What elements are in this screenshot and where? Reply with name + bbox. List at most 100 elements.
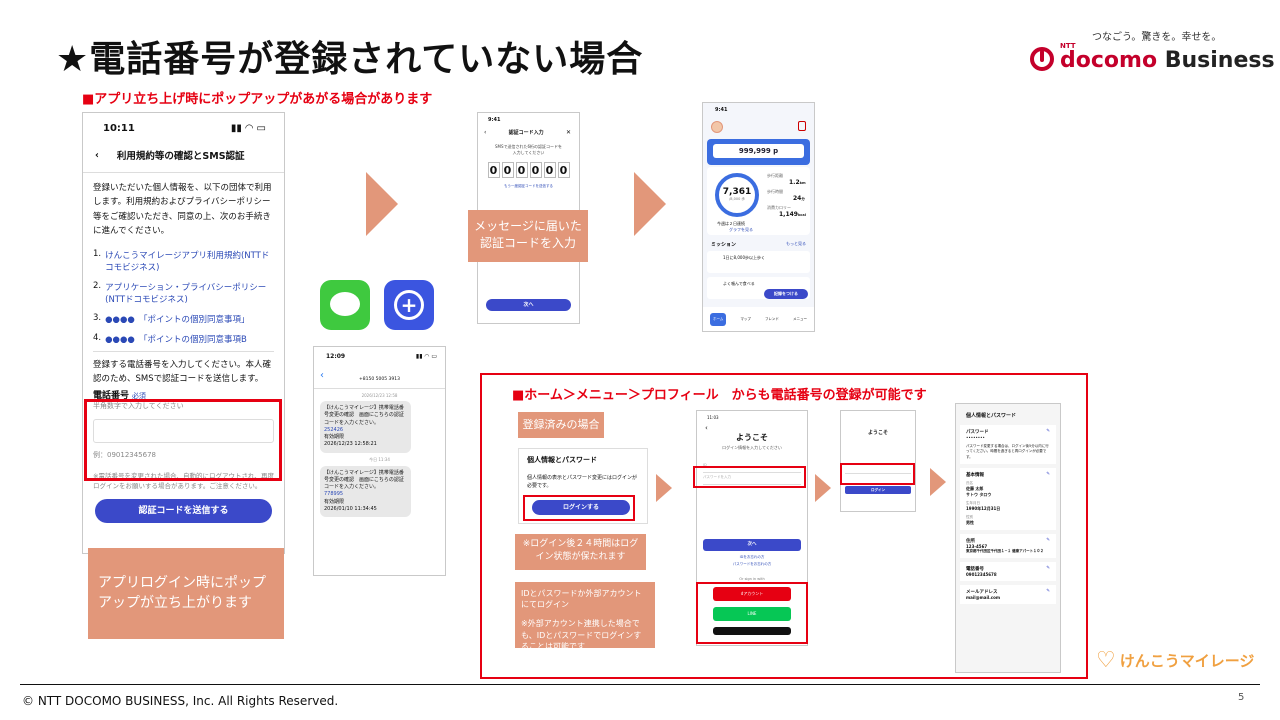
code-next-button[interactable]: 次へ (486, 299, 571, 311)
login2-button[interactable]: ログイン (845, 486, 911, 494)
code-digit: 0 (543, 162, 556, 178)
messages-app-icon[interactable] (320, 280, 370, 330)
logout-notice: ※電話番号を変更された場合、自動的にログアウトされ、再度ログインをお願いする場合… (93, 471, 275, 490)
back-icon[interactable]: ‹ (484, 129, 487, 136)
bottom-nav: ホーム マップ フレンド メニュー (703, 307, 814, 331)
nav-map[interactable]: マップ (740, 316, 751, 321)
login-card-title: 個人情報とパスワード (527, 456, 597, 464)
login-time: 11:03 (707, 415, 719, 420)
distance-unit: km (799, 181, 806, 185)
kcal-label: 消費カロリー (767, 205, 791, 210)
zip-value: 123-4567 (966, 543, 988, 549)
nav-home[interactable]: ホーム (710, 312, 727, 326)
code-digits[interactable]: 0 0 0 0 0 0 (478, 162, 579, 178)
sms-back-icon[interactable]: ‹ (320, 370, 324, 381)
terms-item-1[interactable]: 1.けんこうマイレージアプリ利用規約(NTTドコモビジネス) (93, 249, 274, 273)
sms-auth-screen: 10:11▮▮ ◠ ▭ ‹ 利用規約等の確認とSMS認証 登録いただいた個人情報… (82, 112, 285, 554)
code-digit: 0 (557, 162, 570, 178)
terms-item-3[interactable]: 3.●●●● 「ポイントの個別同意事項」 (93, 313, 274, 325)
phone-hint: 半角数字で入力してください (93, 401, 184, 410)
addr-value: 東京都千代田区千代田１−１ 健康アパート１０２ (966, 548, 1044, 553)
phone-prompt: 登録する電話番号を入力してください。本人確認のため、SMSで認証コードを送信しま… (93, 359, 271, 382)
edit-addr-icon[interactable]: ✎ (1046, 537, 1050, 543)
birth-label: 生年月日 (966, 500, 980, 505)
mission-title: ミッション (711, 242, 737, 248)
flow-arrow-1 (366, 172, 398, 236)
sms-code1[interactable]: 252426 (324, 426, 344, 433)
apple-button[interactable] (713, 627, 791, 635)
pw-note: パスワード変更する場合は、ログイン後5分以内に行ってください。時間を過ぎると再ロ… (966, 444, 1049, 459)
phone-input[interactable] (93, 418, 274, 443)
back-icon[interactable]: ‹ (95, 149, 99, 161)
login2-highlight (840, 463, 915, 485)
plus-message-app-icon[interactable]: + (384, 280, 434, 330)
phone-label: 電話番号 (93, 390, 130, 401)
tel-value: 09012345678 (966, 571, 997, 577)
login-screen: 11:03 ‹ ようこそ ログイン情報を入力してください ID パスワードを入力… (696, 410, 808, 646)
tel-label: 電話番号 (966, 566, 984, 572)
profile-screen: 個人情報とパスワード パスワード✎ •••••••• パスワード変更する場合は、… (955, 403, 1061, 673)
sms-code2[interactable]: 778995 (324, 491, 344, 498)
home-time: 9:41 (715, 107, 728, 113)
sms-sign2: 有効期限 (324, 498, 345, 505)
sms-ts1: 2026/12/23 12:58:21 (324, 441, 377, 448)
docomo-business-logo: NTT docomo Business (1030, 42, 1275, 73)
terms-item-4[interactable]: 4.●●●● 「ポイントの個別同意事項B (93, 333, 274, 345)
item-num: 4. (93, 332, 102, 343)
mission-card-1[interactable]: 1日に8,000歩以上歩く (707, 251, 810, 273)
page-number: 5 (1238, 692, 1245, 703)
points-banner[interactable]: 999,999 p (707, 139, 810, 165)
line-button[interactable]: LINE (713, 607, 791, 621)
brand-wordmark: docomo Business (1060, 48, 1275, 73)
kenko-logo-text: けんこうマイレージ (1119, 652, 1255, 670)
item-link: ●●●● 「ポイントの個別同意事項B (105, 334, 247, 345)
birth-value: 1990年12月31日 (966, 505, 1001, 511)
login-card-text: 個人情報の表示とパスワード変更にはログインが必要です。 (527, 475, 638, 489)
profile-title: 個人情報とパスワード (966, 413, 1017, 419)
close-icon[interactable]: ✕ (565, 129, 571, 136)
id-input[interactable]: ID (703, 463, 801, 473)
mail-label: メールアドレス (966, 589, 998, 595)
forgot-pw-link[interactable]: パスワードをお忘れの方 (732, 562, 772, 566)
item-num: 3. (93, 312, 102, 323)
record-button[interactable]: 記録をつける (764, 289, 808, 299)
edit-basic-icon[interactable]: ✎ (1046, 471, 1050, 477)
footer-divider (20, 684, 1260, 685)
profile-route-box (480, 373, 1088, 679)
mission-more[interactable]: もっと見る (786, 241, 806, 246)
name-label: 氏名 (966, 480, 973, 485)
steps-goal: /8,000 歩 (729, 197, 745, 201)
edit-mail-icon[interactable]: ✎ (1046, 588, 1050, 594)
sms-sender: +8150 5005 3913 (359, 377, 400, 382)
notification-icon[interactable] (798, 121, 806, 131)
brand-business: Business (1164, 48, 1275, 73)
distance-value: 1.2 (789, 179, 800, 186)
sms-messages-screen: 12:09▮▮ ◠ ▭ ‹ +8150 5005 3913 2026/12/23… (313, 346, 446, 576)
section1-subtitle: ■アプリ立ち上げ時にポップアップがあがる場合があります (82, 92, 433, 107)
login-card-button[interactable]: ログインする (532, 500, 630, 515)
back-icon[interactable]: ‹ (705, 424, 708, 432)
resend-link[interactable]: もう一度認証コードを送信する (504, 184, 553, 188)
edit-tel-icon[interactable]: ✎ (1046, 565, 1050, 571)
edit-pw-icon[interactable]: ✎ (1046, 429, 1050, 434)
nav-menu[interactable]: メニュー (792, 316, 807, 321)
code-desc: SMSで送信された6桁の認証コードを入力してください (494, 144, 563, 155)
avatar[interactable] (711, 121, 723, 133)
graph-link[interactable]: グラフを見る (729, 227, 753, 232)
basic-label: 基本情報 (966, 472, 984, 478)
mail-value: mail@mail.com (966, 594, 1001, 600)
nav-friend[interactable]: フレンド (764, 316, 779, 321)
points-value: 999,999 p (713, 144, 804, 158)
daccount-button[interactable]: dアカウント (713, 587, 791, 601)
forgot-id-link[interactable]: IDをお忘れの方 (739, 555, 765, 559)
note-24h-text: ※ログイン後２４時間はログイン状態が保たれます (522, 539, 639, 562)
login-next-button[interactable]: 次へ (703, 539, 801, 551)
send-code-button[interactable]: 認証コードを送信する (95, 499, 272, 524)
kenko-mileage-logo: ♡ けんこうマイレージ (1096, 648, 1254, 673)
terms-item-2[interactable]: 2.アプリケーション・プライバシーポリシー(NTTドコモビジネス) (93, 281, 274, 305)
external-login-highlight (696, 582, 808, 644)
welcome-title-2: ようこそ (867, 430, 888, 436)
walk-time-unit: 分 (801, 197, 805, 201)
password-input[interactable]: パスワードを入力 (703, 475, 801, 485)
addr-label: 住所 (966, 538, 975, 544)
